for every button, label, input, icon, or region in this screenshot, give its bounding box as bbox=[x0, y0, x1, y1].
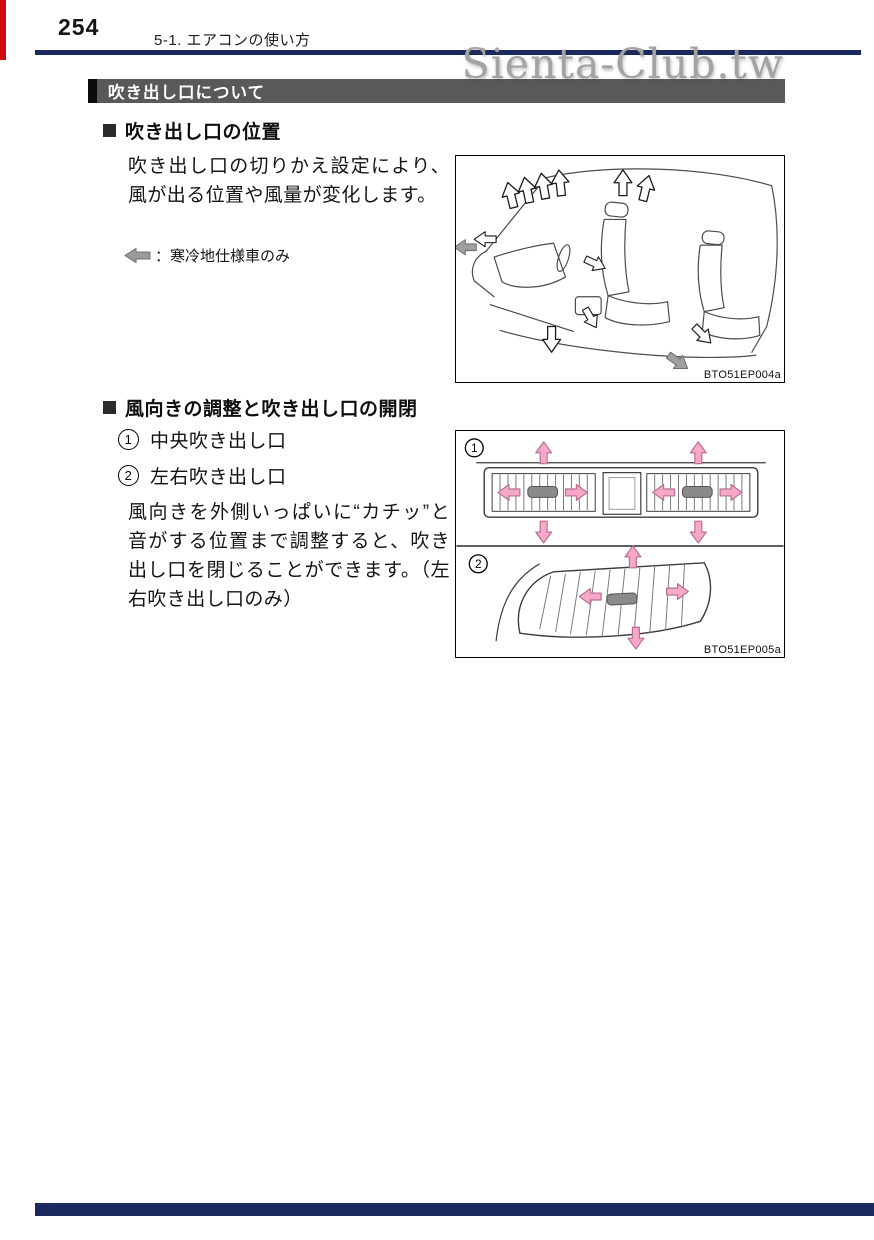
footer-bar bbox=[35, 1203, 874, 1216]
vent-diagrams-illustration: 1 2 bbox=[456, 438, 784, 650]
list-item-label: 中央吹き出し口 bbox=[150, 431, 287, 452]
cold-region-airflow-arrows bbox=[456, 239, 693, 376]
section-title-bar: 吹き出し口について bbox=[88, 79, 785, 103]
outlet-position-body: 吹き出し口の切りかえ設定により、風が出る位置や風量が変化します。 bbox=[128, 156, 450, 206]
circled-number-1-marker bbox=[464, 438, 484, 458]
circled-number-2-marker bbox=[468, 554, 488, 574]
square-bullet-icon bbox=[103, 124, 116, 137]
figure-cabin-airflow: BTO51EP004a bbox=[455, 155, 785, 383]
list-item-label: 左右吹き出し口 bbox=[150, 467, 287, 488]
gray-left-arrow-icon bbox=[124, 248, 151, 263]
subsection-title: 風向きの調整と吹き出し口の開閉 bbox=[125, 399, 418, 420]
figure-code: BTO51EP004a bbox=[700, 369, 781, 381]
square-bullet-icon bbox=[103, 401, 116, 414]
figure-vent-diagrams: 1 2 BTO51EP005a bbox=[455, 430, 785, 658]
cabin-airflow-illustration bbox=[456, 168, 778, 376]
vent-adjustment-body: 風向きを外側いっぱいに“カチッ”と音がする位置まで調整すると、吹き出し口を閉じる… bbox=[128, 502, 450, 610]
circled-number-2: 2 bbox=[118, 465, 139, 486]
center-vents-diagram: 1 bbox=[464, 438, 766, 544]
car-interior-outline bbox=[471, 168, 778, 358]
circled-number-1: 1 bbox=[118, 429, 139, 450]
header-rule bbox=[35, 50, 861, 55]
page-edge-red-marker bbox=[0, 0, 6, 60]
list-item-center-outlet: 1 中央吹き出し口 bbox=[118, 426, 287, 453]
chapter-header: 5-1. エアコンの使い方 bbox=[154, 32, 311, 49]
cold-region-note: ：寒冷地仕様車のみ bbox=[124, 245, 290, 266]
page-number: 254 bbox=[58, 14, 100, 40]
list-item-side-outlet: 2 左右吹き出し口 bbox=[118, 462, 287, 489]
figure-number-2: 2 bbox=[475, 557, 482, 571]
side-vent-diagram: 2 bbox=[468, 545, 712, 650]
cold-region-note-text: ：寒冷地仕様車のみ bbox=[155, 248, 291, 265]
section-title: 吹き出し口について bbox=[108, 84, 266, 102]
figure-number-1: 1 bbox=[471, 441, 478, 455]
watermark: Sienta-Club.tw bbox=[461, 40, 784, 88]
subsection-vent-adjustment: 風向きの調整と吹き出し口の開閉 bbox=[103, 394, 418, 421]
subsection-title: 吹き出し口の位置 bbox=[125, 122, 282, 143]
figure-code: BTO51EP005a bbox=[700, 644, 781, 656]
subsection-outlet-position: 吹き出し口の位置 bbox=[103, 117, 281, 144]
